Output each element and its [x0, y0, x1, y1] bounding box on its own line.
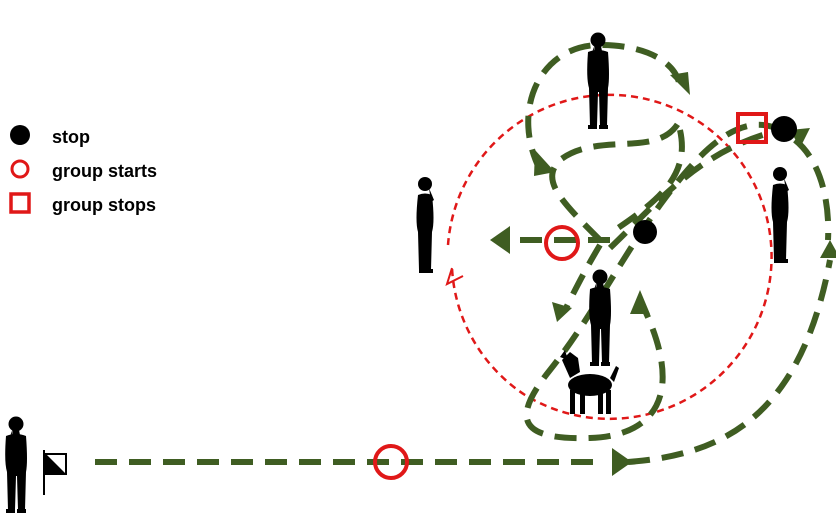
arrowhead-south	[552, 302, 572, 322]
path-right-loop	[795, 140, 828, 240]
stop-marker-center	[633, 220, 657, 244]
arrowhead-outer-north	[820, 240, 836, 258]
dog-silhouette-icon	[560, 350, 619, 414]
flag-icon	[44, 450, 67, 495]
handler-right-icon	[772, 167, 790, 263]
arrowhead-up-lower-right	[630, 290, 650, 314]
handler-start-icon	[5, 417, 27, 514]
heeling-path	[95, 45, 830, 462]
path-figure-eight-upper	[552, 120, 680, 240]
handler-left-icon	[417, 177, 435, 273]
path-top-loop-return	[612, 130, 682, 232]
arrowhead-west	[490, 226, 510, 254]
stop-markers	[633, 116, 797, 244]
path-outer-right-up	[628, 260, 830, 462]
guide-circle-arrowhead	[447, 268, 463, 284]
arrowhead-east	[612, 448, 632, 476]
stop-marker-right	[771, 116, 797, 142]
path-figure-eight-lower	[527, 125, 780, 438]
handler-figures	[5, 33, 789, 514]
arrowhead-top-right	[670, 72, 690, 95]
arrowhead-northwest	[534, 150, 555, 176]
group-markers	[375, 114, 766, 478]
